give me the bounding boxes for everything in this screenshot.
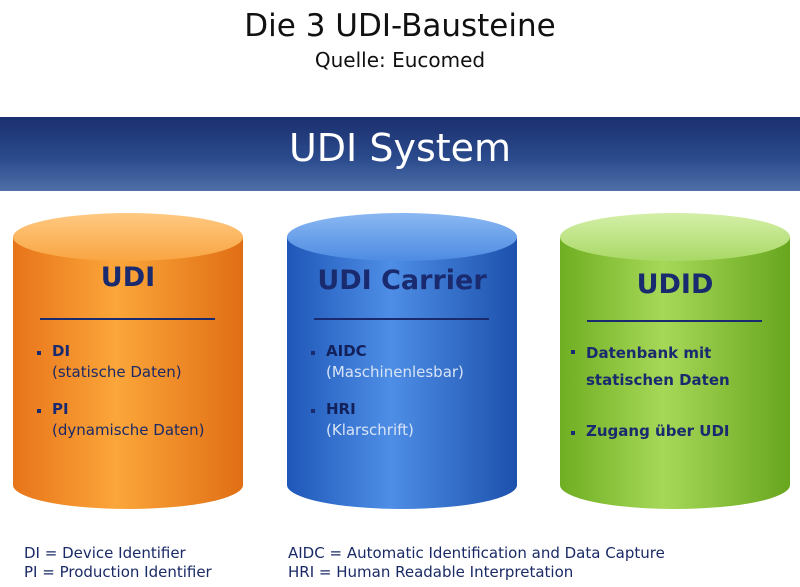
page-subtitle: Quelle: Eucomed (314, 48, 486, 72)
cylinder-udi-rule (40, 318, 215, 320)
item-term: PI (52, 400, 69, 418)
banner-title: UDI System (288, 126, 512, 170)
cylinder-udid-rule (587, 320, 762, 322)
cylinder-udi-carrier (287, 213, 517, 509)
list-item: Zugang über UDI (586, 421, 729, 442)
bullet-icon (311, 409, 315, 413)
list-item: PI (dynamische Daten) (52, 399, 205, 441)
item-line: statischen Daten (586, 371, 730, 389)
item-term: AIDC (326, 342, 367, 360)
list-item: Datenbank mit statischen Daten (586, 340, 730, 394)
bullet-icon (311, 351, 315, 355)
bullet-icon (37, 351, 41, 355)
footnote-pi: PI = Production Identifier (24, 563, 212, 581)
bullet-icon (37, 409, 41, 413)
cylinder-udid-title: UDID (636, 269, 714, 300)
item-term: DI (52, 342, 71, 360)
footnote-left: DI = Device Identifier PI = Production I… (24, 544, 212, 582)
cylinder-udi-carrier-rule (314, 318, 489, 320)
item-desc: (statische Daten) (52, 363, 182, 381)
item-term: HRI (326, 400, 356, 418)
cylinder-udid (560, 213, 790, 509)
footnote-di: DI = Device Identifier (24, 544, 186, 562)
list-item: DI (statische Daten) (52, 341, 182, 383)
item-desc: (Klarschrift) (326, 421, 414, 439)
item-desc: (Maschinenlesbar) (326, 363, 464, 381)
list-item: HRI (Klarschrift) (326, 399, 414, 441)
system-banner (0, 117, 800, 191)
cylinder-udi-carrier-title: UDI Carrier (317, 265, 487, 296)
page-title: Die 3 UDI-Bausteine (244, 8, 556, 44)
item-line: Zugang über UDI (586, 422, 730, 440)
footnote-aidc: AIDC = Automatic Identification and Data… (288, 544, 665, 562)
cylinder-udi (13, 213, 243, 509)
footnote-right: AIDC = Automatic Identification and Data… (288, 544, 665, 582)
item-line: Datenbank mit (586, 344, 712, 362)
footnote-hri: HRI = Human Readable Interpretation (288, 563, 574, 581)
bullet-icon (571, 431, 575, 435)
cylinder-udi-title: UDI (100, 262, 156, 293)
item-desc: (dynamische Daten) (52, 421, 205, 439)
bullet-icon (571, 350, 575, 354)
list-item: AIDC (Maschinenlesbar) (326, 341, 464, 383)
